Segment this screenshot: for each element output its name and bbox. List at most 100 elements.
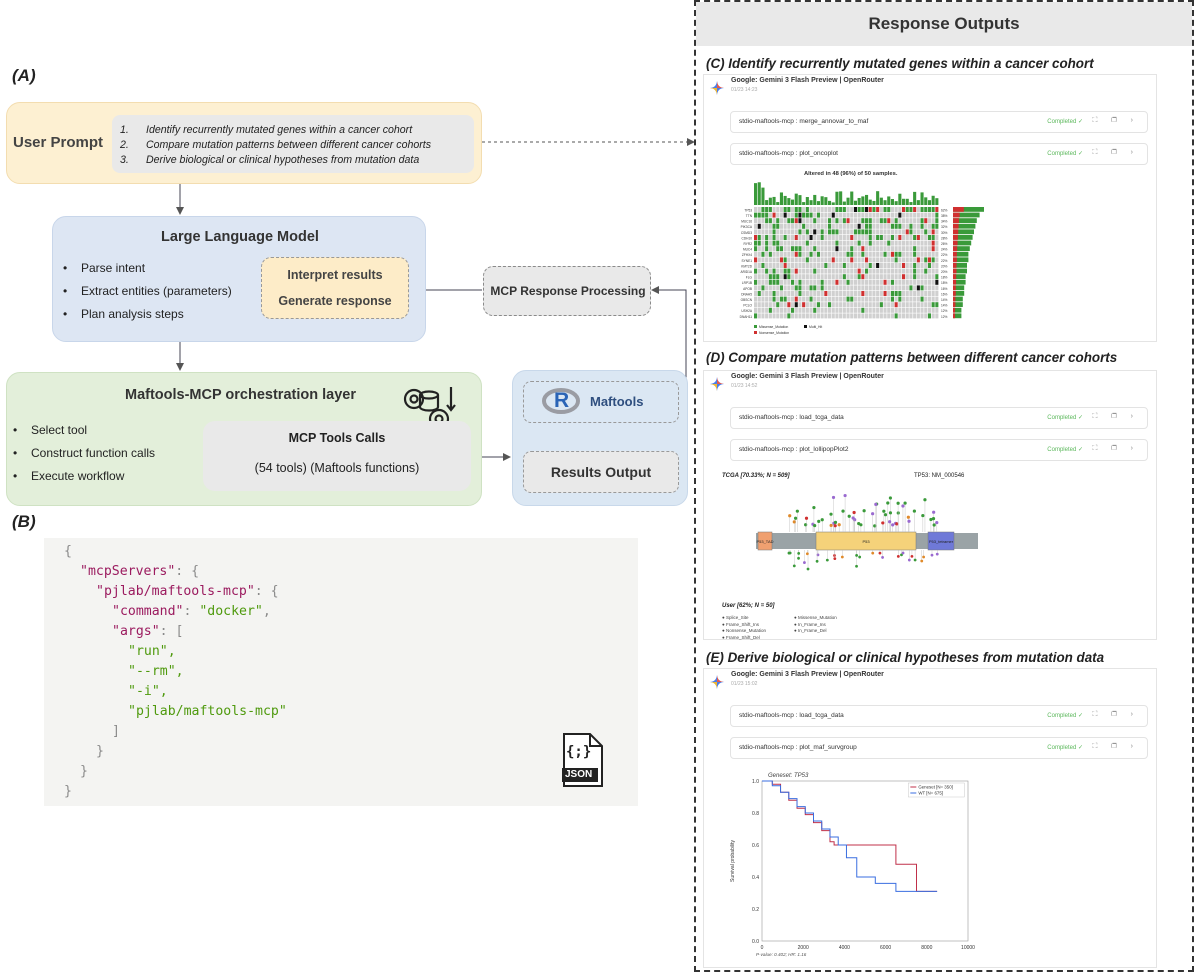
oncoplot-cell [909,223,913,229]
oncoplot-cell [813,229,817,235]
oncoplot-cell [779,251,783,257]
oncoplot-cell [802,257,806,263]
oncoplot-cell [853,235,857,240]
oncoplot-cell [839,218,843,224]
oncoplot-cell [835,223,839,229]
oncoplot-cell [813,240,817,246]
oncoplot-cell [768,296,772,302]
oncoplot-cell [798,207,802,212]
oncoplot-cell [805,263,809,268]
tool-call-actions-icon[interactable]: ⛶ ❐ › [1092,711,1139,718]
tool-call-actions-icon[interactable]: ⛶ ❐ › [1092,445,1139,452]
tool-call-row[interactable]: stdio-maftools-mcp : plot_maf_survgroup … [730,737,1148,759]
oncoplot-cell [787,257,791,263]
tool-call-actions-icon[interactable]: ⛶ ❐ › [1092,413,1139,420]
oncoplot-cell [757,218,761,224]
lollipop-head [804,523,808,527]
oncoplot-top-bar [876,191,880,205]
gemini-icon [710,675,724,694]
oncoplot-cell [802,291,806,296]
lollipop-head [871,551,875,555]
oncoplot-cell [879,313,883,319]
oncoplot-cell [791,291,795,296]
oncoplot-cell [920,251,924,257]
lollipop-legend: ● Splice_Site● Missense_Mutation● Frame_… [722,615,872,641]
oncoplot-cell [902,251,906,257]
tool-call-actions-icon[interactable]: ⛶ ❐ › [1092,149,1139,156]
tool-call-row[interactable]: stdio-maftools-mcp : plot_lollipopPlot2 … [730,439,1148,461]
oncoplot-cell [761,307,765,313]
oncoplot-cell [842,240,846,246]
oncoplot-cell [857,223,861,229]
oncoplot-cell [754,240,758,246]
oncoplot-side-bar [953,246,970,251]
tool-call-row[interactable]: stdio-maftools-mcp : plot_oncoplot Compl… [730,143,1148,165]
oncoplot-cell [761,285,765,291]
oncoplot-cell [853,207,857,212]
oncoplot-cell [772,218,776,224]
tool-call-actions-icon[interactable]: ⛶ ❐ › [1092,117,1139,124]
oncoplot-cell [913,246,917,252]
oncoplot-cell [809,313,813,319]
json-args-line: "args": [ [112,624,184,639]
oncoplot-cell [846,268,850,274]
oncoplot-cell [816,235,820,240]
oncoplot-top-bar [772,196,776,205]
oncoplot-cell [868,313,872,319]
tool-call-row[interactable]: stdio-maftools-mcp : load_tcga_data Comp… [730,705,1148,727]
oncoplot-cell [876,223,880,229]
lollipop-head [831,495,836,500]
lollipop-head [907,558,911,562]
oncoplot-cell [761,257,765,263]
oncoplot-cell [798,279,802,285]
oncoplot-cell [839,307,843,313]
oncoplot-cell [890,291,894,296]
oncoplot-top-bar [831,202,835,205]
lollipop-head [806,567,810,571]
oncoplot-cell [757,268,761,274]
oncoplot-cell [927,291,931,296]
x-tick-label: 6000 [880,945,891,951]
oncoplot-cell [809,307,813,313]
oncoplot-cell [913,207,917,212]
oncoplot-side-bar [953,313,956,319]
section-e-title: (E) Derive biological or clinical hypoth… [706,650,1105,665]
oncoplot-cell [768,302,772,308]
oncoplot-cell [828,291,832,296]
oncoplot-cell [802,246,806,252]
tool-call-row[interactable]: stdio-maftools-mcp : load_tcga_data Comp… [730,407,1148,429]
oncoplot-cell [902,212,906,218]
oncoplot-cell [883,302,887,308]
oncoplot-cell [905,229,909,235]
oncoplot-side-bar [953,307,962,313]
oncoplot-cell [905,307,909,313]
oncoplot-cell [935,313,939,319]
oncoplot-cell [865,302,869,308]
survival-legend-box [908,782,965,798]
oncoplot-cell [909,302,913,308]
oncoplot-cell [787,246,791,252]
oncoplot-percent: 38% [941,214,948,218]
oncoplot-cell [902,274,906,280]
tool-call-status: Completed ✓ [1047,415,1083,421]
tool-call-actions-icon[interactable]: ⛶ ❐ › [1092,743,1139,750]
oncoplot-cell [894,235,898,240]
oncoplot-cell [883,285,887,291]
oncoplot-cell [887,274,891,280]
oncoplot-top-bar [872,200,876,205]
oncoplot-legend-label: Missense_Mutation [759,325,788,329]
tool-call-row[interactable]: stdio-maftools-mcp : merge_annovar_to_ma… [730,111,1148,133]
oncoplot-cell [872,240,876,246]
oncoplot-cell [883,257,887,263]
oncoplot-cell [865,240,869,246]
oncoplot-cell [890,257,894,263]
oncoplot-cell [879,229,883,235]
oncoplot-percent: 20% [941,264,948,268]
screenshot-c: Google: Gemini 3 Flash Preview | OpenRou… [703,74,1157,342]
oncoplot-cell [842,257,846,263]
generate-response-label: Generate response [278,294,392,308]
oncoplot-cell [894,285,898,291]
lollipop-head [935,520,939,525]
oncoplot-cell [776,218,780,224]
oncoplot-cell [809,285,813,291]
